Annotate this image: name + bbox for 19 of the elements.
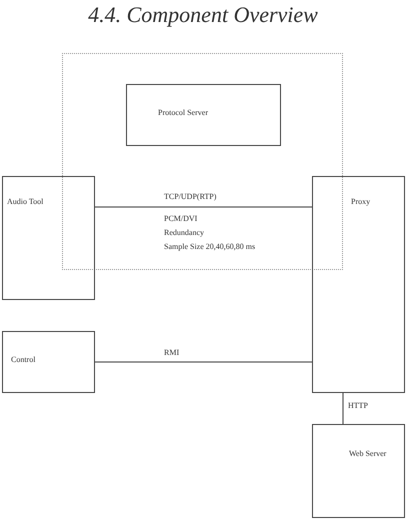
component-box bbox=[126, 84, 281, 146]
edge-label: TCP/UDP(RTP) bbox=[163, 192, 218, 201]
edge-label: HTTP bbox=[347, 401, 369, 410]
note-text: Redundancy bbox=[163, 228, 205, 237]
component-box bbox=[2, 331, 95, 393]
component-label: Audio Tool bbox=[7, 197, 44, 206]
note-text: PCM/DVI bbox=[163, 214, 198, 223]
component-box bbox=[312, 176, 405, 393]
connector-line bbox=[342, 392, 344, 424]
component-label: Protocol Server bbox=[158, 108, 208, 117]
note-text: Sample Size 20,40,60,80 ms bbox=[163, 242, 256, 251]
component-box bbox=[2, 176, 95, 300]
connector-line bbox=[94, 206, 312, 208]
component-label: Control bbox=[11, 355, 36, 364]
edge-label: RMI bbox=[163, 348, 180, 357]
diagram-title: 4.4. Component Overview bbox=[87, 2, 319, 28]
component-label: Proxy bbox=[351, 197, 370, 206]
component-box bbox=[312, 424, 405, 518]
component-label: Web Server bbox=[349, 449, 386, 458]
